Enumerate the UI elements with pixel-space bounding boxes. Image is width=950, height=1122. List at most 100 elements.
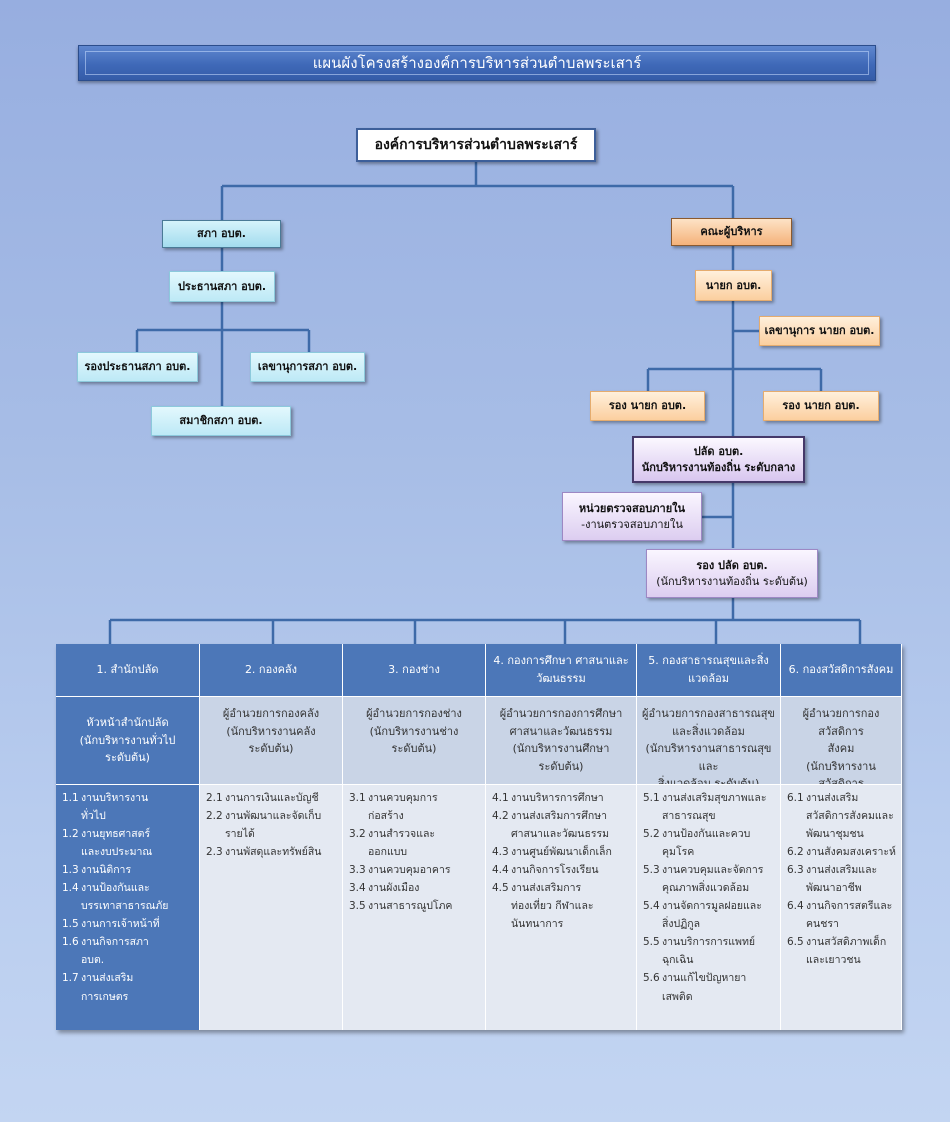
task-text: งานกิจการสภาอบต. — [81, 933, 195, 969]
department-head-cell: ผู้อำนวยการกองคลัง (นักบริหารงานคลังระดับ… — [200, 696, 343, 784]
executive-node: คณะผู้บริหาร — [671, 218, 792, 246]
department-head-line: ระดับต้น) — [538, 759, 584, 773]
title-banner: แผนผังโครงสร้างองค์การบริหารส่วนตำบลพระเ… — [78, 45, 876, 81]
task-text: งานควบคุมการก่อสร้าง — [368, 789, 481, 825]
council-members-node: สมาชิกสภา อบต. — [151, 406, 291, 436]
task-text: งานส่งเสริมการศึกษาศาสนาและวัฒนธรรม — [511, 807, 632, 843]
task-text: งานสังคมสงเคราะห์ — [806, 843, 897, 861]
task-text: งานบริหารงานทั่วไป — [81, 789, 195, 825]
department-head-line: (นักบริหารงานช่าง — [369, 724, 459, 738]
task-text: งานบริหารการศึกษา — [511, 789, 632, 807]
task-line: งานกิจการสตรีและ — [806, 900, 893, 913]
task-number: 2.3 — [206, 846, 223, 859]
department-head-line: ผู้อำนวยการกองสวัสดิการ — [802, 707, 880, 738]
department-head-cell: หัวหน้าสำนักปลัด(นักบริหารงานทั่วไประดับ… — [56, 696, 200, 784]
task-line: สิ่งปฏิกูล — [662, 918, 701, 931]
task-line: งานพัฒนาและจัดเก็บ — [225, 810, 322, 823]
task-line: งานส่งเสริมการศึกษา — [511, 810, 608, 823]
task-line: งานกิจการสภา — [81, 936, 149, 949]
task-text: งานจัดการมูลฝอยและสิ่งปฏิกูล — [662, 897, 776, 933]
department-head-line: (นักบริหารงานสาธารณสุขและ — [645, 742, 772, 773]
task-text: งานสาธารณูปโภค — [368, 897, 481, 915]
task-line: งานการเจ้าหน้าที่ — [81, 918, 160, 931]
task-number: 3.5 — [349, 900, 366, 913]
department-head-line: (นักบริหารงานศึกษา — [512, 742, 610, 756]
deputy-clerk-node: รอง ปลัด อบต. (นักบริหารงานท้องถิ่น ระดั… — [646, 549, 818, 598]
department-head-line: หัวหน้าสำนักปลัด — [86, 716, 169, 730]
mayor-secretary-node: เลขานุการ นายก อบต. — [759, 316, 880, 346]
executive-label: คณะผู้บริหาร — [700, 225, 763, 239]
council-secretary-node: เลขานุการสภา อบต. — [250, 352, 365, 382]
task-text: งานส่งเสริมสุขภาพและสาธารณสุข — [662, 789, 776, 825]
task-line: งานจัดการมูลฝอยและ — [662, 900, 762, 913]
task-text: งานกิจการสตรีและคนชรา — [806, 897, 897, 933]
task-line: งานยุทธศาสตร์ — [81, 828, 151, 841]
task-line: งานส่งเสริม — [806, 792, 859, 804]
department-head-line: ระดับต้น) — [248, 742, 294, 756]
task-line: พัฒนาชุมชน — [806, 828, 864, 841]
task-line: ทั่วไป — [81, 810, 106, 823]
task-number: 3.1 — [349, 792, 366, 804]
department-head-line: (นักบริหารงานคลัง — [226, 724, 316, 738]
deputy-clerk-line1: รอง ปลัด อบต. — [696, 558, 768, 572]
task-number: 1.5 — [62, 918, 79, 931]
task-number: 5.4 — [643, 900, 660, 913]
task-line: และงบประมาณ — [81, 846, 153, 859]
deputy-mayor-right-node: รอง นายก อบต. — [763, 391, 879, 421]
task-text: งานส่งเสริมการท่องเที่ยว กีฬาและนันทนากา… — [511, 879, 632, 933]
task-line: การเกษตร — [81, 990, 129, 1003]
task-text: งานแก้ไขปัญหายาเสพติด — [662, 969, 776, 1005]
task-line: งานนิติการ — [81, 864, 132, 877]
task-line: อบต. — [81, 954, 105, 967]
deputy-mayor-left-node: รอง นายก อบต. — [590, 391, 705, 421]
task-line: งานส่งเสริมการ — [511, 882, 582, 895]
council-node: สภา อบต. — [162, 220, 281, 248]
council-secretary-label: เลขานุการสภา อบต. — [257, 360, 358, 374]
task-number: 1.7 — [62, 972, 79, 985]
task-number: 4.3 — [492, 846, 509, 859]
department-head-cell: ผู้อำนวยการกองการศึกษาศาสนาและวัฒนธรรม(น… — [486, 696, 637, 784]
task-number: 2.2 — [206, 810, 223, 823]
task-line: งานควบคุมการ — [368, 792, 438, 804]
task-line: งานศูนย์พัฒนาเด็กเล็ก — [511, 846, 612, 859]
council-vice-chair-node: รองประธานสภา อบต. — [77, 352, 198, 382]
department-head-cell: ผู้อำนวยการกองสาธารณสุขและสิ่งแวดล้อม(นั… — [637, 696, 781, 790]
task-number: 5.6 — [643, 972, 660, 985]
task-number: 6.2 — [787, 846, 804, 859]
task-number: 5.1 — [643, 792, 660, 804]
task-line: งานป้องกันและควบ — [662, 828, 751, 841]
internal-audit-node: หน่วยตรวจสอบภายใน -งานตรวจสอบภายใน — [562, 492, 702, 541]
department-head-line: ผู้อำนวยการกองคลัง — [222, 707, 320, 720]
task-number: 5.3 — [643, 864, 660, 877]
task-number: 4.2 — [492, 810, 509, 823]
task-line: นันทนาการ — [511, 918, 564, 931]
task-text: งานศูนย์พัฒนาเด็กเล็ก — [511, 843, 632, 861]
task-line: งานการเงินและบัญชี — [225, 792, 319, 804]
council-chair-label: ประธานสภา อบต. — [177, 279, 267, 293]
task-line: บรรเทาสาธารณภัย — [81, 900, 169, 913]
department-head-line: ระดับต้น) — [391, 742, 437, 756]
deputy-clerk-line2: (นักบริหารงานท้องถิ่น ระดับต้น) — [656, 574, 808, 588]
task-line: พัฒนาอาชีพ — [806, 882, 862, 895]
root-label: องค์การบริหารส่วนตำบลพระเสาร์ — [374, 136, 578, 153]
department-head-text: ผู้อำนวยการกองสวัสดิการสังคม(นักบริหารงา… — [785, 705, 897, 808]
task-text: งานสวัสดิภาพเด็กและเยาวชน — [806, 933, 897, 969]
